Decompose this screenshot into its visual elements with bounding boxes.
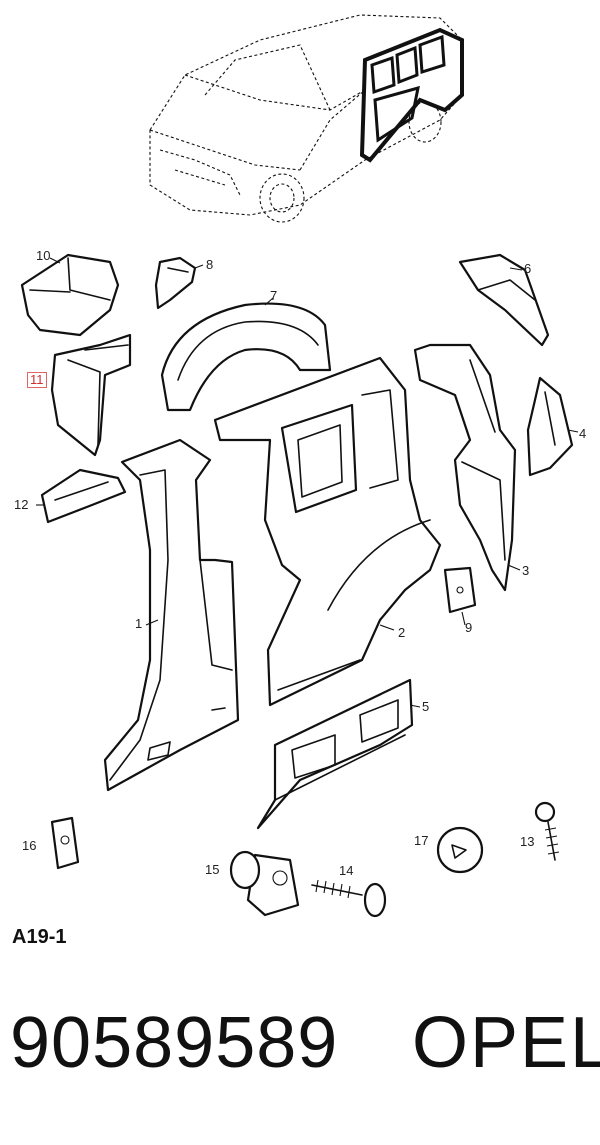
callout-15[interactable]: 15	[205, 862, 220, 877]
callout-6[interactable]: 6	[524, 261, 532, 276]
part-17-grommet-drawing	[436, 826, 484, 874]
callout-17[interactable]: 17	[414, 833, 429, 848]
part-12-drawing	[40, 468, 127, 524]
callout-2[interactable]: 2	[398, 625, 406, 640]
part-11-drawing	[50, 333, 132, 457]
part-15-bushing-drawing	[229, 850, 300, 917]
callout-3[interactable]: 3	[522, 563, 530, 578]
callout-9[interactable]: 9	[465, 620, 473, 635]
part-16-clip-drawing	[50, 816, 80, 870]
brand-name: OPEL	[412, 1003, 600, 1083]
figure-code: A19-1	[12, 926, 67, 948]
part-8-drawing	[154, 256, 197, 310]
part-2-drawing	[213, 356, 442, 707]
callout-12[interactable]: 12	[14, 497, 29, 512]
callout-4[interactable]: 4	[579, 426, 587, 441]
callout-8[interactable]: 8	[206, 257, 214, 272]
callout-16[interactable]: 16	[22, 838, 37, 853]
part-4-drawing	[526, 376, 574, 477]
callout-11-highlighted[interactable]: 11	[27, 372, 47, 388]
part-13-bolt-drawing	[534, 801, 560, 861]
part-number: 90589589	[10, 1003, 339, 1083]
callout-leader-lines	[36, 257, 579, 708]
callout-10[interactable]: 10	[36, 248, 51, 263]
part-5-drawing	[256, 678, 414, 830]
part-9-drawing	[443, 566, 477, 614]
callout-1[interactable]: 1	[135, 616, 143, 631]
callout-5[interactable]: 5	[422, 699, 430, 714]
callout-13[interactable]: 13	[520, 834, 535, 849]
part-6-drawing	[458, 253, 550, 347]
part-14-screw-drawing	[311, 879, 387, 918]
vehicle-overview-drawing	[149, 14, 464, 223]
part-1-drawing	[103, 438, 240, 792]
callout-7[interactable]: 7	[270, 288, 278, 303]
part-3-drawing	[413, 343, 517, 592]
callout-14[interactable]: 14	[339, 863, 354, 878]
part-10-drawing	[20, 253, 120, 337]
part-7-drawing	[160, 302, 332, 412]
